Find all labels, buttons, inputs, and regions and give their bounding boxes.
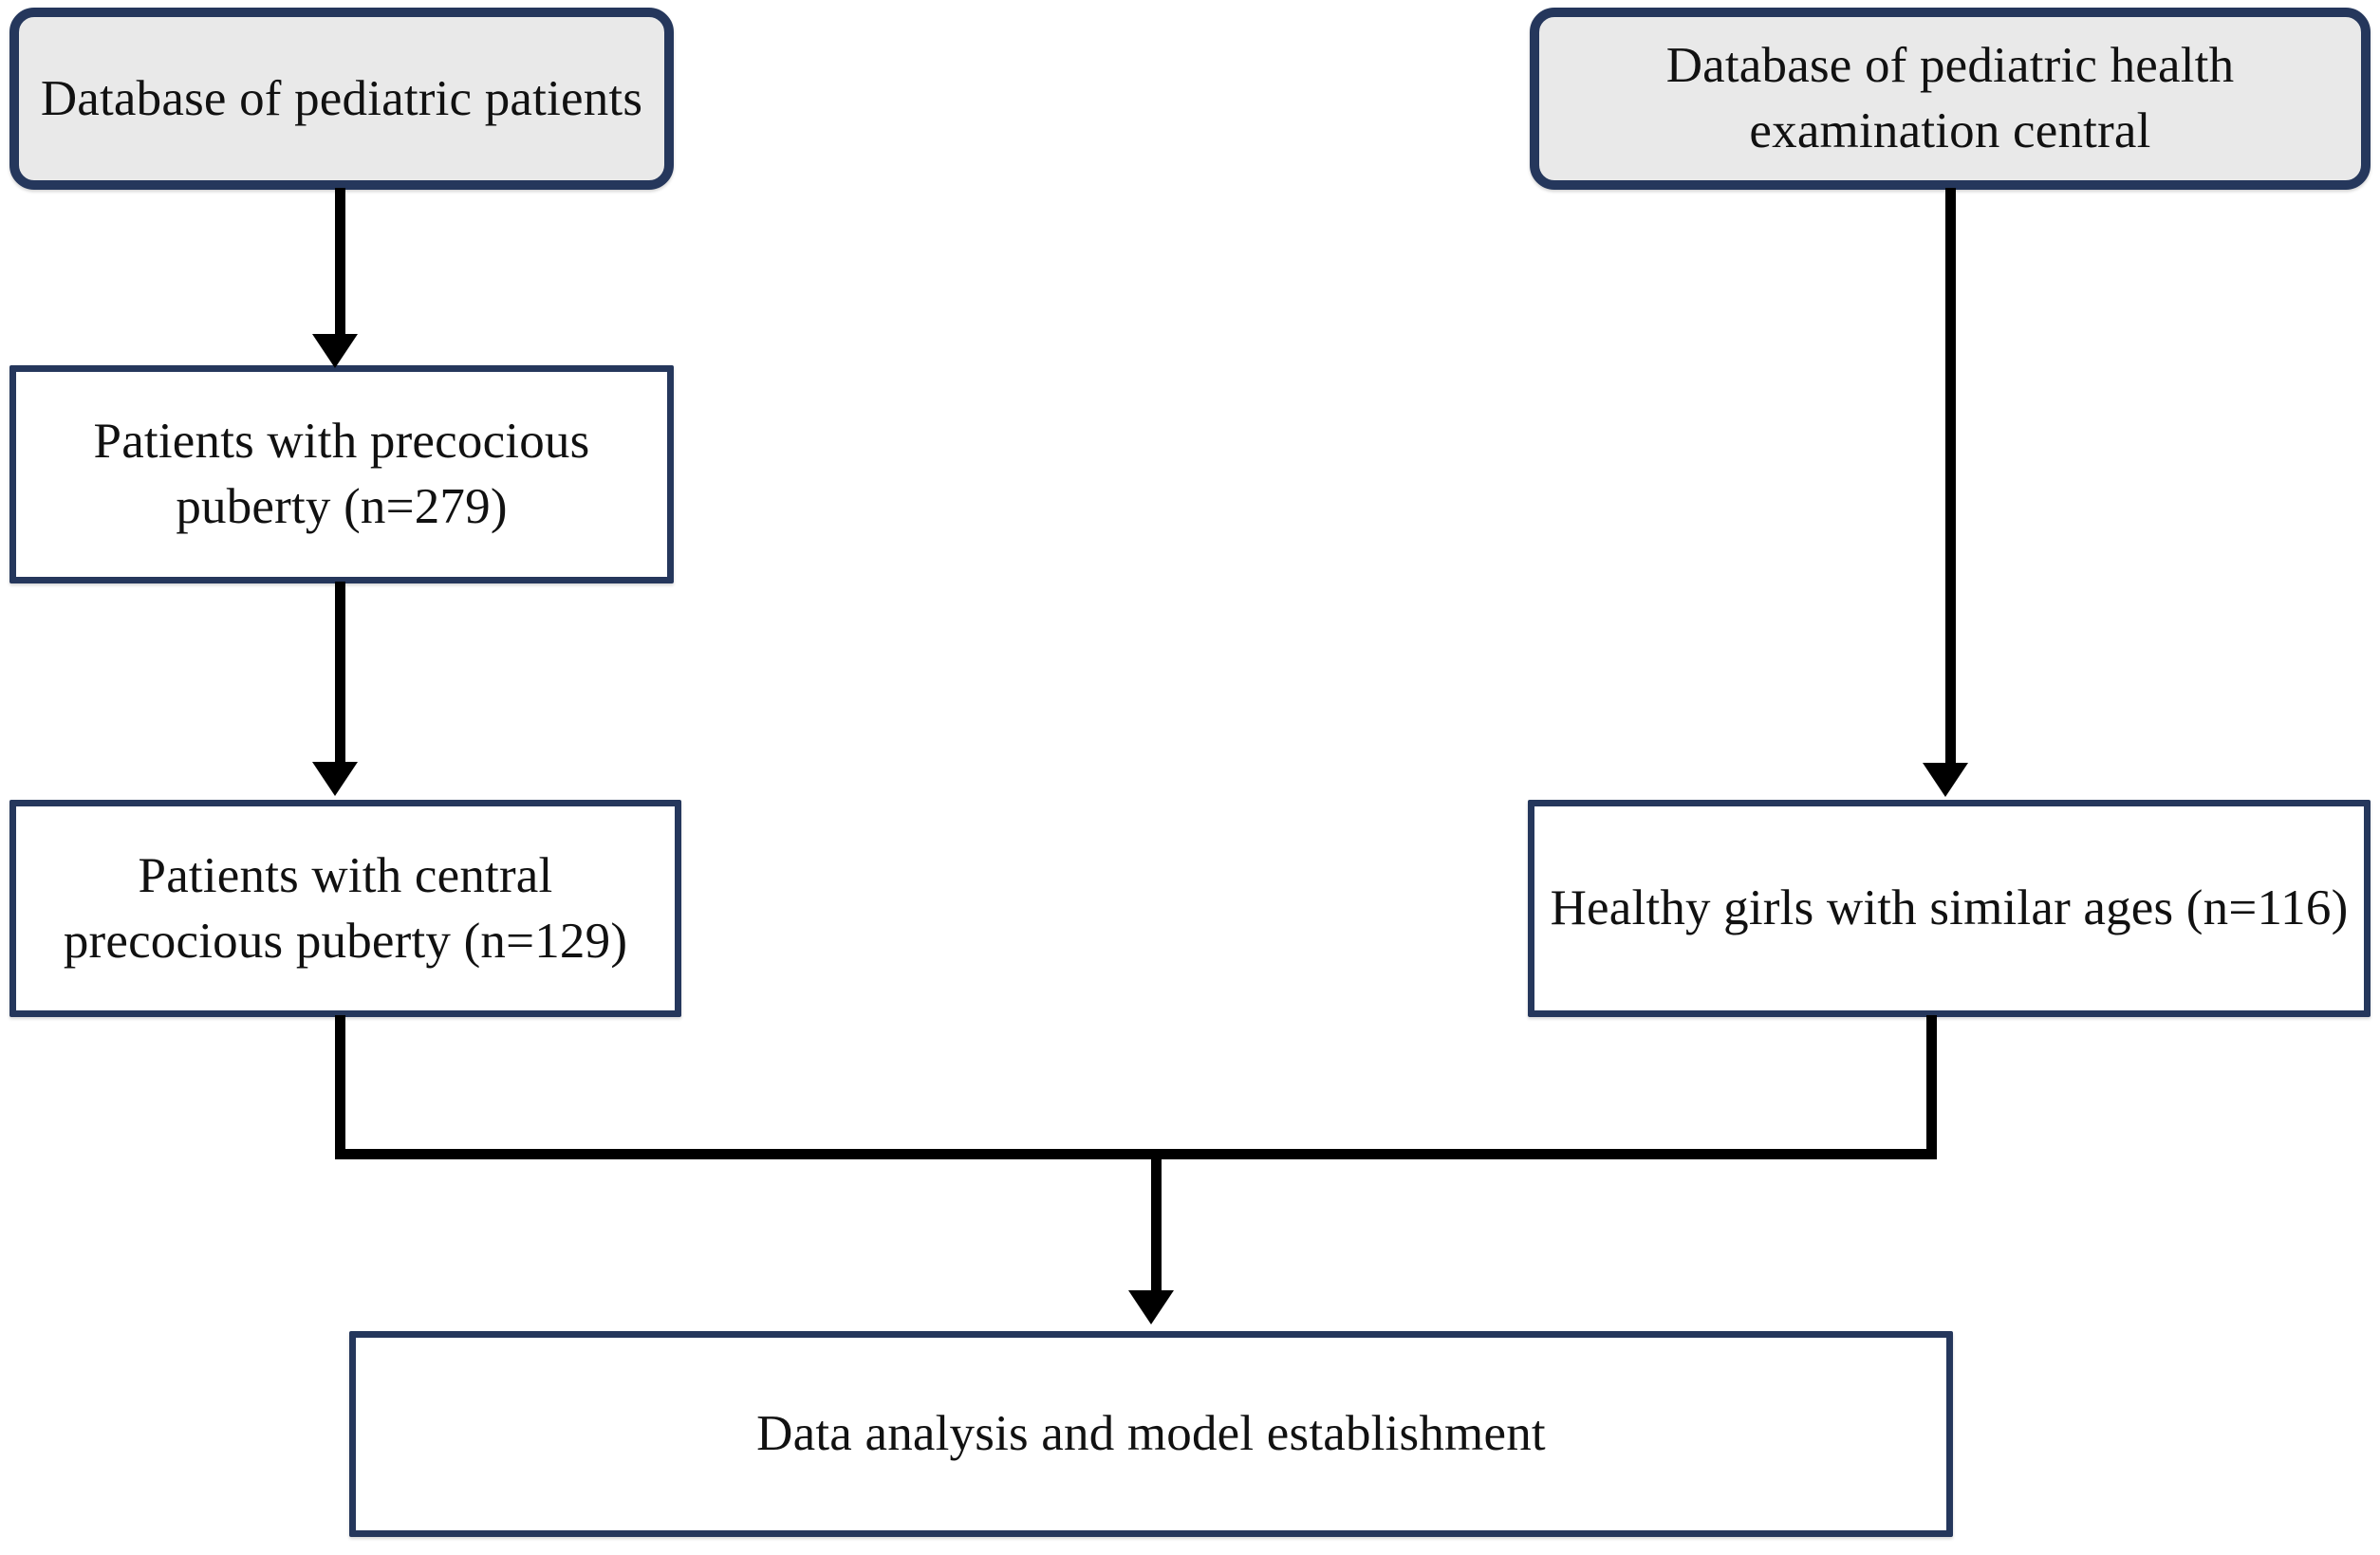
node-label: Patients with central precocious puberty… <box>63 847 628 969</box>
node-label: Database of pediatric patients <box>40 70 643 126</box>
edge-source-right-to-healthy-controls-line <box>1945 188 1956 768</box>
edge-source-left-to-precocious-puberty-line <box>335 188 345 340</box>
node-label: Data analysis and model establishment <box>756 1406 1546 1462</box>
node-patients-with-precocious-puberty: Patients with precocious puberty (n=279) <box>9 365 674 583</box>
node-healthy-girls-with-similar-ages: Healthy girls with similar ages (n=116) <box>1528 800 2371 1017</box>
arrow-down-icon <box>1128 1290 1174 1324</box>
node-patients-with-central-precocious-puberty: Patients with central precocious puberty… <box>9 800 681 1017</box>
node-data-analysis-and-model-establishment: Data analysis and model establishment <box>349 1331 1953 1537</box>
node-database-pediatric-health-examination-central: Database of pediatric health examination… <box>1530 8 2371 190</box>
edge-merge-horizontal-bar <box>335 1149 1937 1159</box>
arrow-down-icon <box>312 334 358 368</box>
edge-merge-right-drop <box>1926 1015 1937 1159</box>
node-label: Healthy girls with similar ages (n=116) <box>1550 880 2349 936</box>
node-label: Database of pediatric health examination… <box>1665 38 2235 158</box>
node-label: Patients with precocious puberty (n=279) <box>93 414 590 534</box>
edge-precocious-puberty-to-central-precocious-puberty-line <box>335 582 345 768</box>
edge-merge-left-drop <box>335 1015 345 1159</box>
node-database-pediatric-patients: Database of pediatric patients <box>9 8 674 190</box>
edge-merge-to-analysis-line <box>1151 1149 1162 1296</box>
arrow-down-icon <box>312 762 358 796</box>
arrow-down-icon <box>1923 763 1968 797</box>
